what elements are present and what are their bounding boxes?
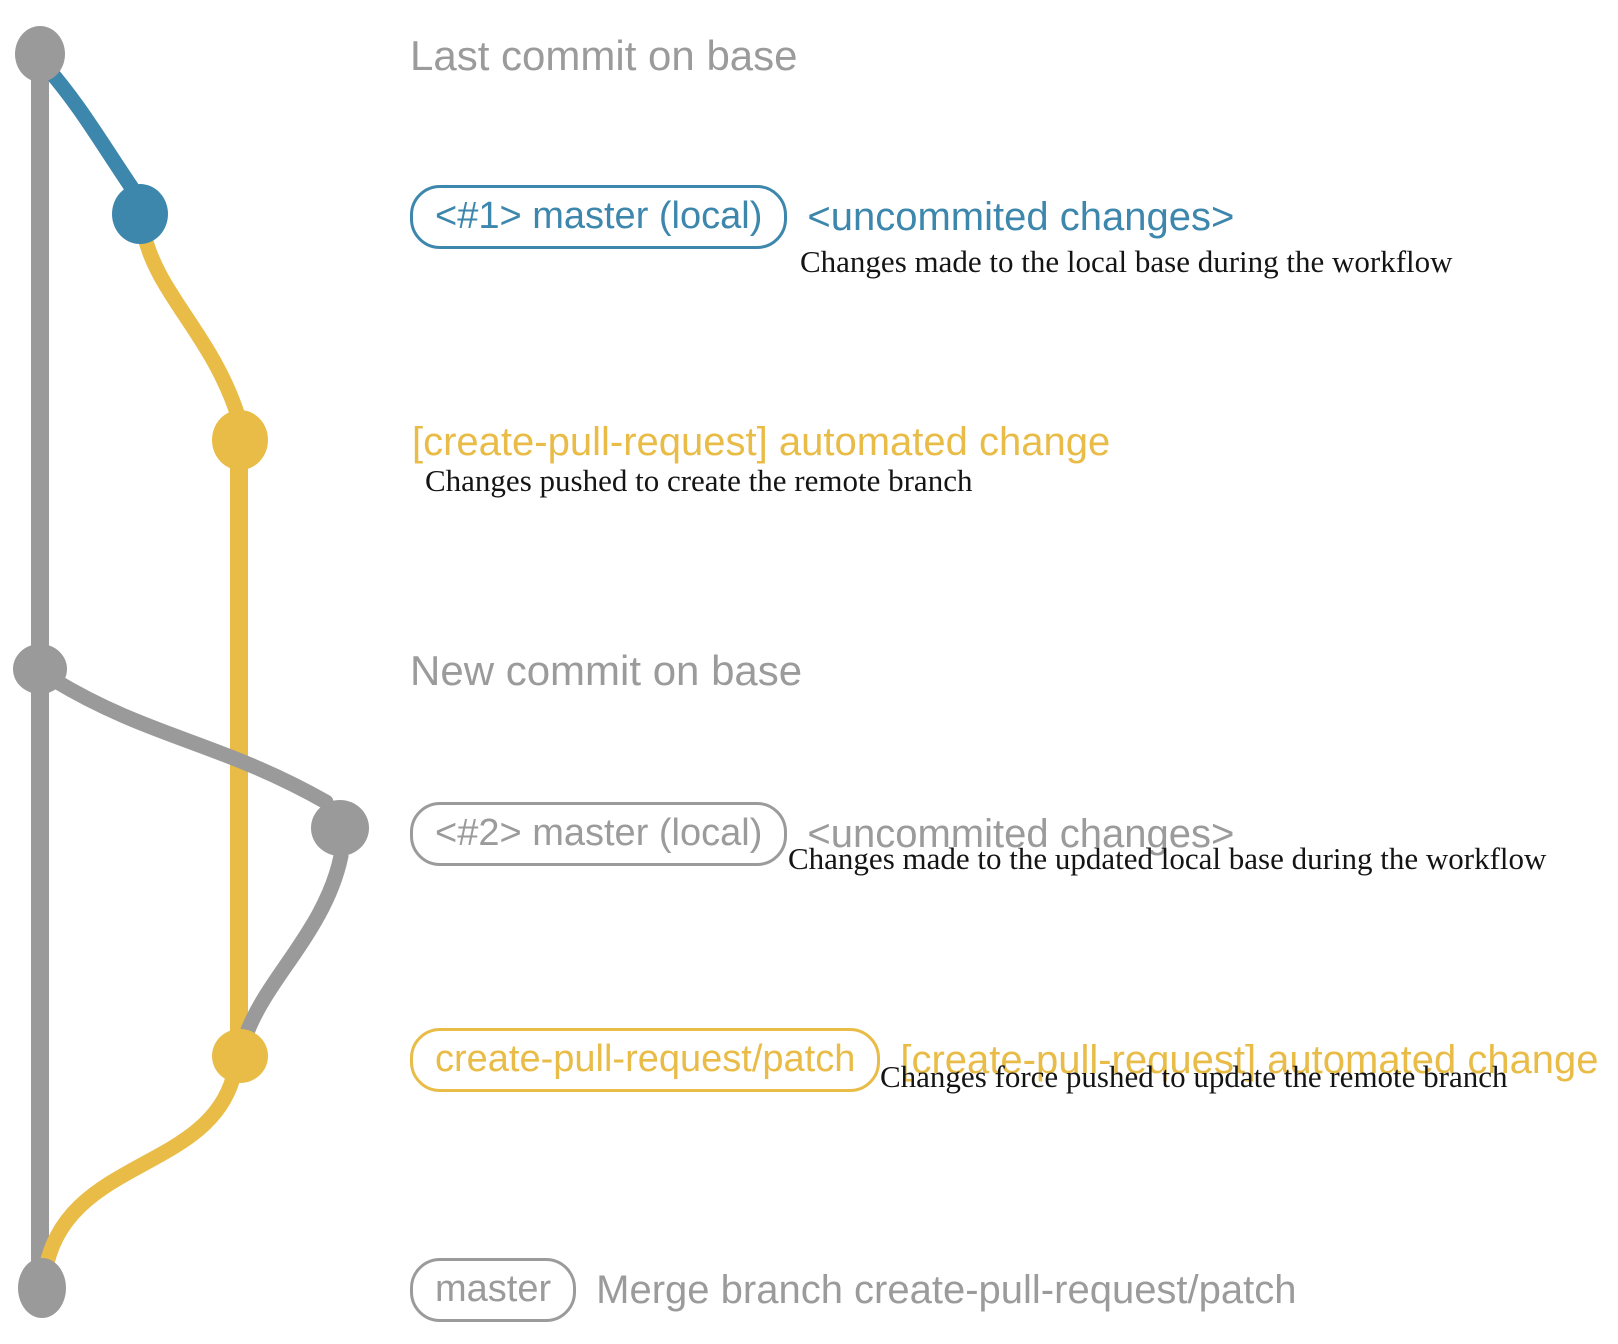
commit-dot-remote-1 (212, 410, 268, 470)
commit-dot-new-base (13, 644, 67, 694)
row-merge-commit: master Merge branch create-pull-request/… (410, 1258, 1297, 1322)
badge-master: master (410, 1258, 577, 1322)
annotation-uncommited-1: <uncommited changes> (807, 194, 1235, 239)
merge-curve (36, 1070, 241, 1288)
badge-master-local-1: <#1> master (local) (410, 185, 788, 249)
annotation-merge-branch: Merge branch create-pull-request/patch (596, 1267, 1297, 1312)
caption-local-changes-1: Changes made to the local base during th… (800, 244, 1453, 279)
commit-dot-local-2 (311, 800, 369, 856)
row-local-commit-1: <#1> master (local) <uncommited changes> (410, 185, 1234, 249)
caption-local-changes-2: Changes made to the updated local base d… (788, 841, 1547, 876)
rebase-curve (240, 848, 349, 1038)
annotation-automated-change-2: [create-pull-request] automated change (900, 1037, 1599, 1082)
commit-dot-remote-2 (212, 1029, 268, 1083)
annotation-uncommited-2: <uncommited changes> (807, 811, 1235, 856)
local-branch-line-2 (46, 672, 334, 810)
row-local-commit-2: <#2> master (local) <uncommited changes> (410, 802, 1234, 866)
commit-dot-local-1 (112, 184, 168, 244)
commit-dot-merge (18, 1258, 66, 1318)
badge-master-local-2: <#2> master (local) (410, 802, 788, 866)
annotation-automated-change-1: [create-pull-request] automated change (412, 420, 1111, 464)
commit-dot-last-base (15, 26, 65, 82)
local-branch-line-1 (36, 56, 144, 202)
row-remote-commit-2: create-pull-request/patch [create-pull-r… (410, 1028, 1599, 1092)
remote-branch-curve-1 (136, 226, 246, 424)
row-remote-commit-1: [create-pull-request] automated change (412, 420, 1110, 464)
label-new-commit-on-base: New commit on base (410, 647, 803, 694)
caption-force-pushed: Changes force pushed to update the remot… (880, 1059, 1508, 1094)
badge-create-pull-request-patch: create-pull-request/patch (410, 1028, 881, 1092)
caption-pushed-create: Changes pushed to create the remote bran… (425, 463, 973, 498)
label-last-commit-on-base: Last commit on base (410, 32, 798, 79)
